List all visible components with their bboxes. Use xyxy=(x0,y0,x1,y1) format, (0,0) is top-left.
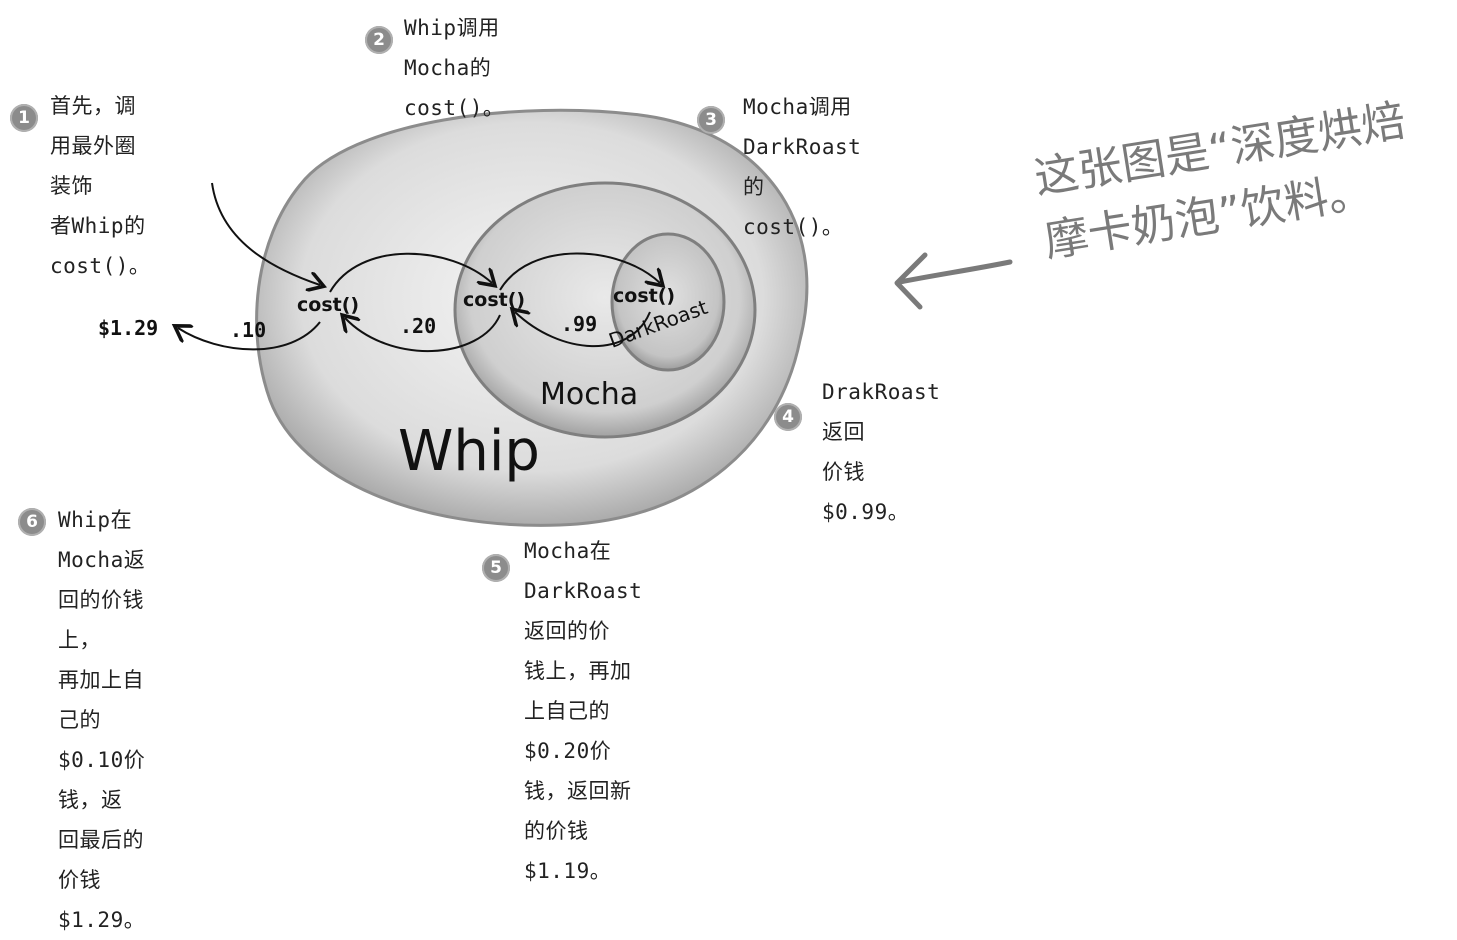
step-6-text: Whip在Mocha返回的价钱上， 再加上自己的$0.10价钱，返 回最后的价钱… xyxy=(58,508,146,932)
return-arrow-inner xyxy=(515,312,651,348)
step-4-text: DrakRoast返回 价钱$0.99。 xyxy=(822,380,941,524)
darkroast-cost-call: cost() xyxy=(613,285,675,307)
mocha-cost-call: cost() xyxy=(463,289,525,311)
return-value-darkroast: .99 xyxy=(561,312,597,336)
return-arrow-outer xyxy=(178,321,321,351)
whip-cost-call: cost() xyxy=(297,294,359,316)
step-6-badge: 6 xyxy=(18,508,46,536)
return-value-whip: .10 xyxy=(230,318,266,342)
return-value-mocha: .20 xyxy=(400,314,436,338)
mocha-label: Mocha xyxy=(540,377,638,412)
call-arrow-2 xyxy=(329,252,492,293)
step-5-text: Mocha在DarkRoast返回的价 钱上，再加上自己的$0.20价 钱，返回… xyxy=(524,539,643,883)
step-3-badge: 3 xyxy=(697,106,725,134)
call-arrow-3 xyxy=(499,252,660,291)
step-4-badge: 4 xyxy=(774,403,802,431)
note-arrow xyxy=(897,259,1013,285)
return-arrow-middle xyxy=(345,315,501,353)
step-1-badge: 1 xyxy=(10,104,38,132)
decorator-diagram: cost() cost() cost() .99 .20 .10 $1.29 D… xyxy=(98,108,1013,527)
step-3-text: Mocha调用DarkRoast的 cost()。 xyxy=(743,95,862,239)
final-price: $1.29 xyxy=(98,316,158,340)
call-arrow-1 xyxy=(211,182,320,285)
step-1-text: 首先，调用最外圈装饰 者Whip的cost()。 xyxy=(50,94,151,278)
note-arrowhead xyxy=(894,252,928,310)
step-2-badge: 2 xyxy=(365,26,393,54)
whip-label: Whip xyxy=(398,419,540,484)
step-5-badge: 5 xyxy=(482,554,510,582)
step-2-text: Whip调用Mocha的cost()。 xyxy=(404,16,505,120)
